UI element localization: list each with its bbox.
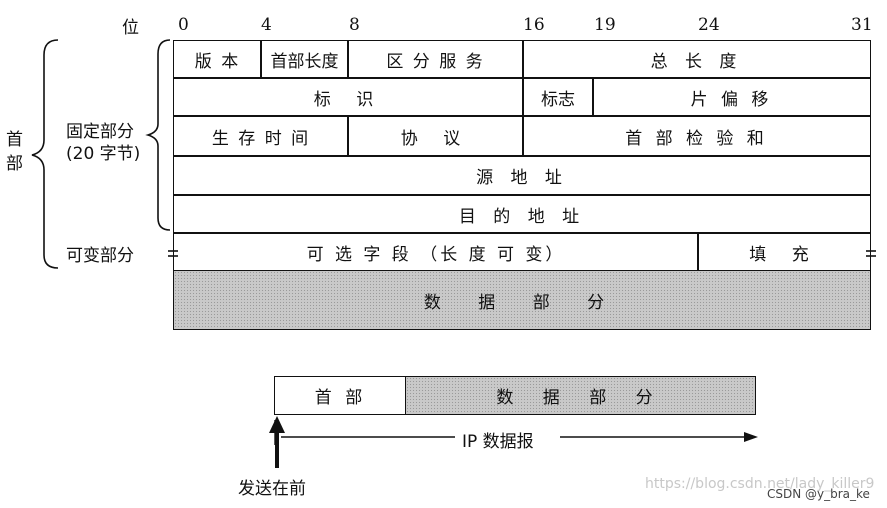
bit-position-label: 位 <box>122 18 139 38</box>
fixed-part-label: 固定部分 <box>66 122 134 142</box>
field-total-length-label: 总 长 度 <box>650 52 743 72</box>
field-ttl-label: 生 存 时 间 <box>211 128 311 149</box>
field-padding: 填 充 <box>697 232 871 272</box>
header-side-label: 首部 <box>6 130 23 174</box>
field-source-address-label: 源 地 址 <box>476 168 568 188</box>
fixed-part-brace <box>145 39 171 231</box>
field-ttl: 生 存 时 间 <box>173 115 349 157</box>
field-dest-address-label: 目 的 地 址 <box>458 206 586 227</box>
field-fragment-offset-label: 片 偏 移 <box>690 89 773 110</box>
field-flags-label: 标志 <box>541 89 575 110</box>
field-options-label: 可 选 字 段 （长 度 可 变） <box>306 244 566 265</box>
field-protocol: 协 议 <box>347 115 524 157</box>
bit-tick-19: 19 <box>594 15 616 35</box>
field-version: 版 本 <box>173 40 262 79</box>
field-dest-address: 目 的 地 址 <box>173 194 871 234</box>
field-identification: 标 识 <box>173 77 524 117</box>
datagram-header-label: 首 部 <box>314 388 367 408</box>
field-flags: 标志 <box>522 77 594 117</box>
csdn-credit: CSDN @y_bra_ke <box>767 487 870 501</box>
variable-part-label: 可变部分 <box>66 246 134 266</box>
datagram-data: 数 据 部 分 <box>405 376 756 415</box>
bit-tick-16: 16 <box>523 15 545 35</box>
field-diff-services-label: 区 分 服 务 <box>386 52 485 72</box>
send-first-label: 发送在前 <box>238 479 306 499</box>
datagram-header: 首 部 <box>274 376 407 415</box>
field-checksum-label: 首 部 检 验 和 <box>625 128 768 149</box>
field-checksum: 首 部 检 验 和 <box>522 115 871 157</box>
field-data-label: 数 据 部 分 <box>423 292 621 313</box>
field-options: 可 选 字 段 （长 度 可 变） <box>173 232 699 272</box>
field-protocol-label: 协 议 <box>400 128 471 149</box>
watermark-url: https://blog.csdn.net/lady_killer9 <box>645 476 875 492</box>
field-version-label: 版 本 <box>194 52 241 72</box>
header-brace <box>31 39 59 269</box>
field-fragment-offset: 片 偏 移 <box>592 77 871 117</box>
field-data: 数 据 部 分 <box>173 270 871 330</box>
field-total-length: 总 长 度 <box>522 40 871 79</box>
bit-tick-8: 8 <box>349 15 360 35</box>
field-identification-label: 标 识 <box>313 89 384 110</box>
bit-tick-31: 31 <box>851 15 873 35</box>
bit-tick-0: 0 <box>178 15 189 35</box>
fixed-part-size-label: (20 字节) <box>66 144 141 164</box>
bit-tick-24: 24 <box>698 15 720 35</box>
field-source-address: 源 地 址 <box>173 155 871 196</box>
field-header-length: 首部长度 <box>260 40 349 79</box>
datagram-data-label: 数 据 部 分 <box>496 388 665 408</box>
ip-datagram-label: IP 数据报 <box>462 432 534 452</box>
field-diff-services: 区 分 服 务 <box>347 40 524 79</box>
bit-tick-4: 4 <box>261 15 272 35</box>
field-header-length-label: 首部长度 <box>270 52 339 72</box>
field-padding-label: 填 充 <box>749 244 819 265</box>
